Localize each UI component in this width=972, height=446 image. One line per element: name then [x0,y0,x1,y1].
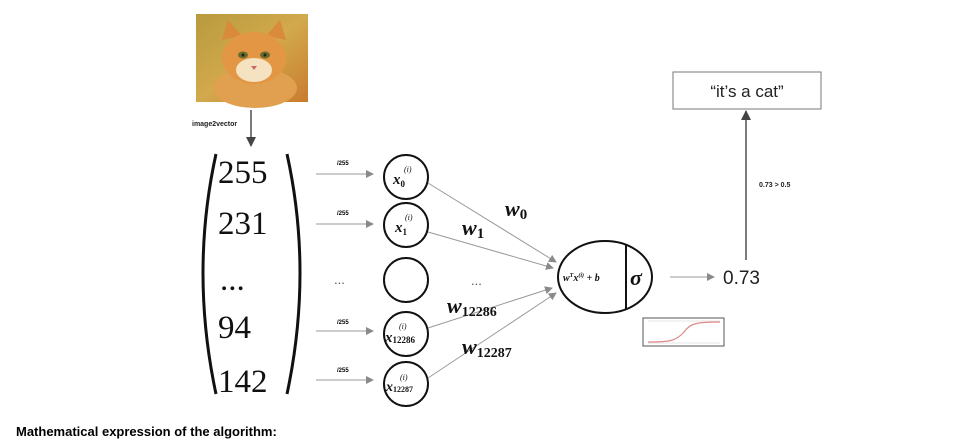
svg-text:w0: w0 [505,196,527,223]
svg-text:w1: w1 [462,215,484,242]
neuron: wTx(i) + b σ [557,240,653,314]
vector-value: 255 [218,155,268,191]
weight-sub: 0 [520,207,528,223]
svg-text:w12286: w12286 [447,293,497,320]
vector-value: 142 [218,364,268,400]
vector-value: ... [220,262,245,298]
caption: Mathematical expression of the algorithm… [16,424,277,439]
input-sup: (i) [400,373,408,382]
weight-sub: 1 [477,226,485,242]
row-ellipsis: ... [334,272,345,287]
edge-ellipsis: ... [471,273,482,288]
weight-base: w [462,334,477,359]
input-node-x1: x1 (i) [383,202,429,248]
image2vector-label: image2vector [192,121,237,128]
scale-row-0: /255 [316,161,374,178]
input-sub: 0 [401,179,406,189]
left-parenthesis [201,153,218,395]
result-box: “it’s a cat” [672,71,822,110]
linear-expression: wTx(i) + b [563,272,600,284]
vector-value: 94 [218,310,251,346]
sigma-symbol: σ [630,265,643,290]
scale-row-1: /255 [316,211,374,228]
cat-photo [196,14,308,108]
weight-edge-12287 [427,292,557,379]
weight-sub: 12286 [462,305,497,320]
output-value: 0.73 [723,268,760,289]
input-base: x [385,380,393,395]
threshold-label: 0.73 > 0.5 [759,182,790,189]
svg-text:w12287: w12287 [462,334,512,361]
input-sup: (i) [405,213,413,222]
scale-label: /255 [337,161,349,167]
input-base: x [392,172,401,188]
weight-base: w [447,293,462,318]
weight-base: w [462,215,477,240]
input-sub: 12286 [393,335,416,345]
sigmoid-curve-icon [642,317,725,347]
input-sup: (i) [399,322,407,331]
svg-text:x0: x0 [392,172,406,189]
input-node-x0: x0 (i) [383,154,429,200]
input-base: x [384,330,393,346]
weight-edge-0 [427,182,557,263]
svg-text:x12286: x12286 [384,330,416,346]
scale-row-4: /255 [316,368,374,384]
right-parenthesis [285,153,302,395]
input-sub: 12287 [393,385,413,394]
input-node-ellipsis [383,257,429,303]
weight-base: w [505,196,520,221]
scale-row-3: /255 [316,320,374,335]
weight-edge-1 [427,231,554,270]
input-sub: 1 [403,227,408,237]
svg-text:x1: x1 [394,220,408,237]
scale-label: /255 [337,211,349,217]
scale-label: /255 [337,368,349,374]
weight-sub: 12287 [477,346,512,361]
result-text: “it’s a cat” [710,82,784,101]
input-node-x12287: x12287 (i) [383,361,429,407]
input-base: x [394,220,403,236]
input-sup: (i) [404,165,412,174]
scale-label: /255 [337,320,349,326]
weight-edge-12286 [427,286,553,329]
svg-text:x12287: x12287 [385,380,413,395]
vector-value: 231 [218,206,268,242]
input-node-x12286: x12286 (i) [383,311,429,357]
